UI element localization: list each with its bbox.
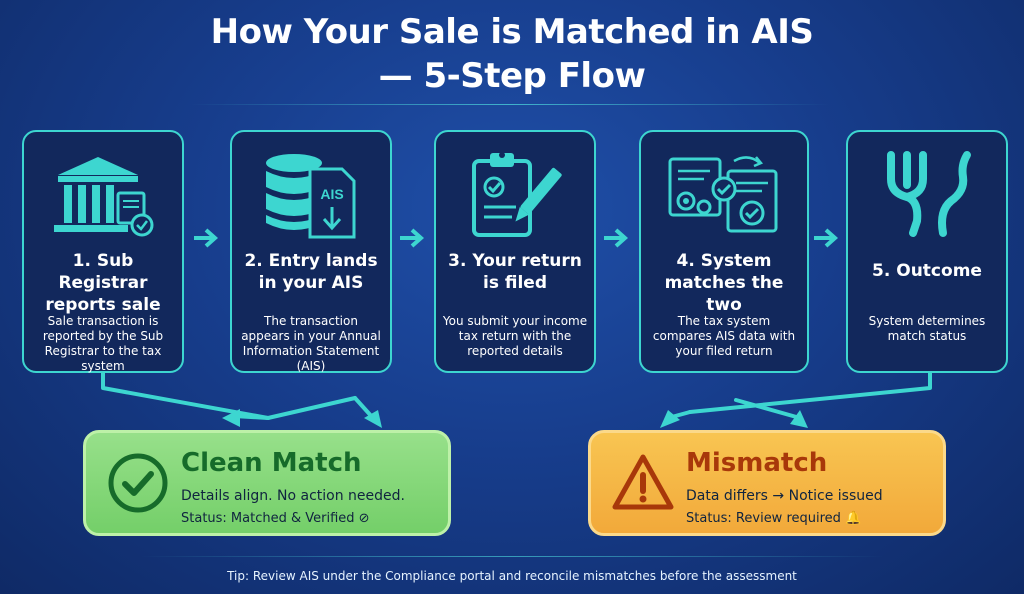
title-line-1: How Your Sale is Matched in AIS [210, 12, 814, 52]
database-document-icon: AIS [232, 144, 390, 244]
arrow-right-icon [194, 228, 219, 248]
arrow-right-icon [604, 228, 629, 248]
bank-building-icon [24, 144, 182, 244]
step-description: The tax system compares AIS data with yo… [652, 314, 796, 358]
step-title: 4. System matches the two [664, 251, 784, 315]
tip-text: Tip: Review AIS under the Compliance por… [227, 569, 797, 583]
clean-match-detail: Details align. No action needed. [181, 488, 405, 504]
step-card-2: AIS 2. Entry lands in your AIS The trans… [230, 130, 392, 373]
clean-match-status: Status: Matched & Verified ⊘ [181, 511, 370, 526]
step-title: 3. Your return is filed [448, 251, 582, 293]
step-description: System determines match status [868, 314, 986, 343]
mismatch-heading: Mismatch [686, 448, 828, 478]
step-description: You submit your income tax return with t… [442, 314, 588, 358]
step-card-1: 1. Sub Registrar reports sale Sale trans… [22, 130, 184, 373]
step-card-5: 5. Outcome System determines match statu… [846, 130, 1008, 373]
clean-match-card: Clean Match Details align. No action nee… [83, 430, 451, 536]
step-title: 1. Sub Registrar reports sale [45, 251, 161, 315]
title-divider [190, 104, 830, 105]
clean-match-heading: Clean Match [181, 448, 362, 478]
mismatch-card: Mismatch Data differs → Notice issued St… [588, 430, 946, 536]
check-circle-icon [108, 453, 168, 513]
arrow-right-icon [814, 228, 839, 248]
clipboard-pen-icon [436, 144, 594, 244]
step-description: The transaction appears in your Annual I… [241, 314, 381, 373]
ais-icon-text: AIS [320, 186, 343, 202]
step-card-3: 3. Your return is filed You submit your … [434, 130, 596, 373]
mismatch-status: Status: Review required 🔔 [686, 511, 862, 526]
arrow-right-icon [400, 228, 425, 248]
step-title: 5. Outcome [872, 261, 982, 281]
step-card-4: 4. System matches the two The tax system… [639, 130, 809, 373]
tip-divider [140, 556, 884, 557]
step-description: Sale transaction is reported by the Sub … [42, 314, 164, 373]
step-title: 2. Entry lands in your AIS [244, 251, 378, 293]
fork-split-icon [848, 144, 1006, 244]
title-line-2: — 5-Step Flow [378, 56, 646, 96]
page-title: How Your Sale is Matched in AIS — 5-Step… [0, 10, 1024, 98]
mismatch-detail: Data differs → Notice issued [686, 488, 883, 504]
warning-triangle-icon [612, 454, 674, 510]
gears-documents-icon [641, 144, 807, 244]
